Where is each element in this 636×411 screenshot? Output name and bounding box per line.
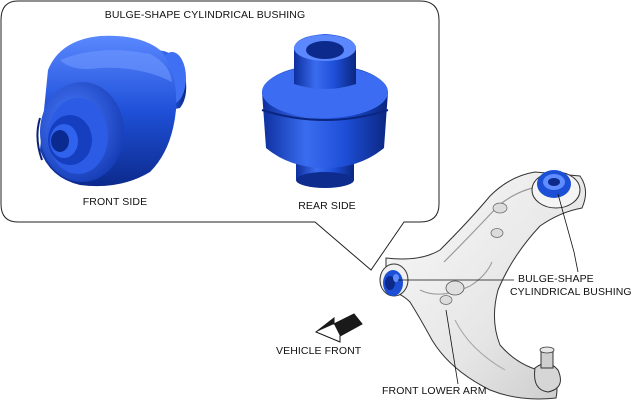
vehicle-front-arrow-icon	[315, 313, 363, 343]
arm-front-bushing	[383, 270, 403, 296]
front-side-label: FRONT SIDE	[82, 196, 148, 208]
vehicle-front-label: VEHICLE FRONT	[276, 345, 362, 357]
leader-lines	[398, 193, 579, 385]
rear-side-bushing	[261, 34, 389, 188]
bushing-label-line2: CYLINDRICAL BUSHING	[510, 286, 632, 298]
bushing-label-line1: BULGE-SHAPE	[518, 273, 594, 285]
arm-rear-bushing	[537, 170, 571, 198]
rear-side-label: REAR SIDE	[298, 200, 356, 212]
front-lower-arm-label: FRONT LOWER ARM	[382, 385, 487, 397]
front-side-bushing	[36, 35, 187, 187]
callout-title: BULGE-SHAPE CYLINDRICAL BUSHING	[104, 9, 306, 21]
